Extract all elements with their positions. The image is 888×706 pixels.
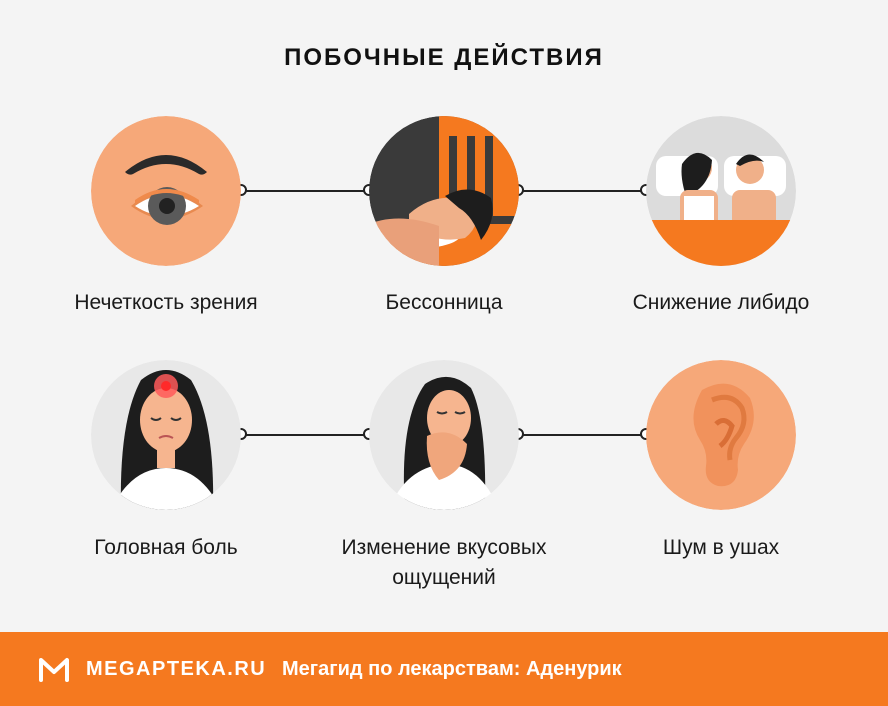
side-effect-label: Шум в ушах [662, 536, 780, 559]
page-title: ПОБОЧНЫЕ ДЕЙСТВИЯ [284, 44, 604, 71]
side-effect-label: Головная боль [94, 536, 238, 559]
connector-line [241, 190, 369, 192]
insomnia-icon [369, 116, 519, 266]
footer-tagline: Мегагид по лекарствам: Аденурик [282, 658, 622, 680]
footer-brand[interactable]: MEGAPTEKA.RU [86, 658, 267, 680]
connector-line [518, 190, 646, 192]
side-effect-label: Нечеткость зрения [74, 291, 258, 314]
megapteka-logo-icon [38, 656, 70, 687]
connector-line [518, 434, 646, 436]
couple-in-bed-icon [646, 116, 796, 266]
side-effect-label: Изменение вкусовых ощущений [341, 536, 547, 589]
headache-icon [91, 360, 241, 510]
nausea-icon [369, 360, 519, 510]
blurred-eye-icon [91, 116, 241, 266]
connector-line [241, 434, 369, 436]
footer-bar: MEGAPTEKA.RU Мегагид по лекарствам: Аден… [0, 632, 888, 706]
ear-icon [646, 360, 796, 510]
side-effect-label: Снижение либидо [632, 291, 810, 314]
side-effect-label: Бессонница [385, 291, 503, 314]
